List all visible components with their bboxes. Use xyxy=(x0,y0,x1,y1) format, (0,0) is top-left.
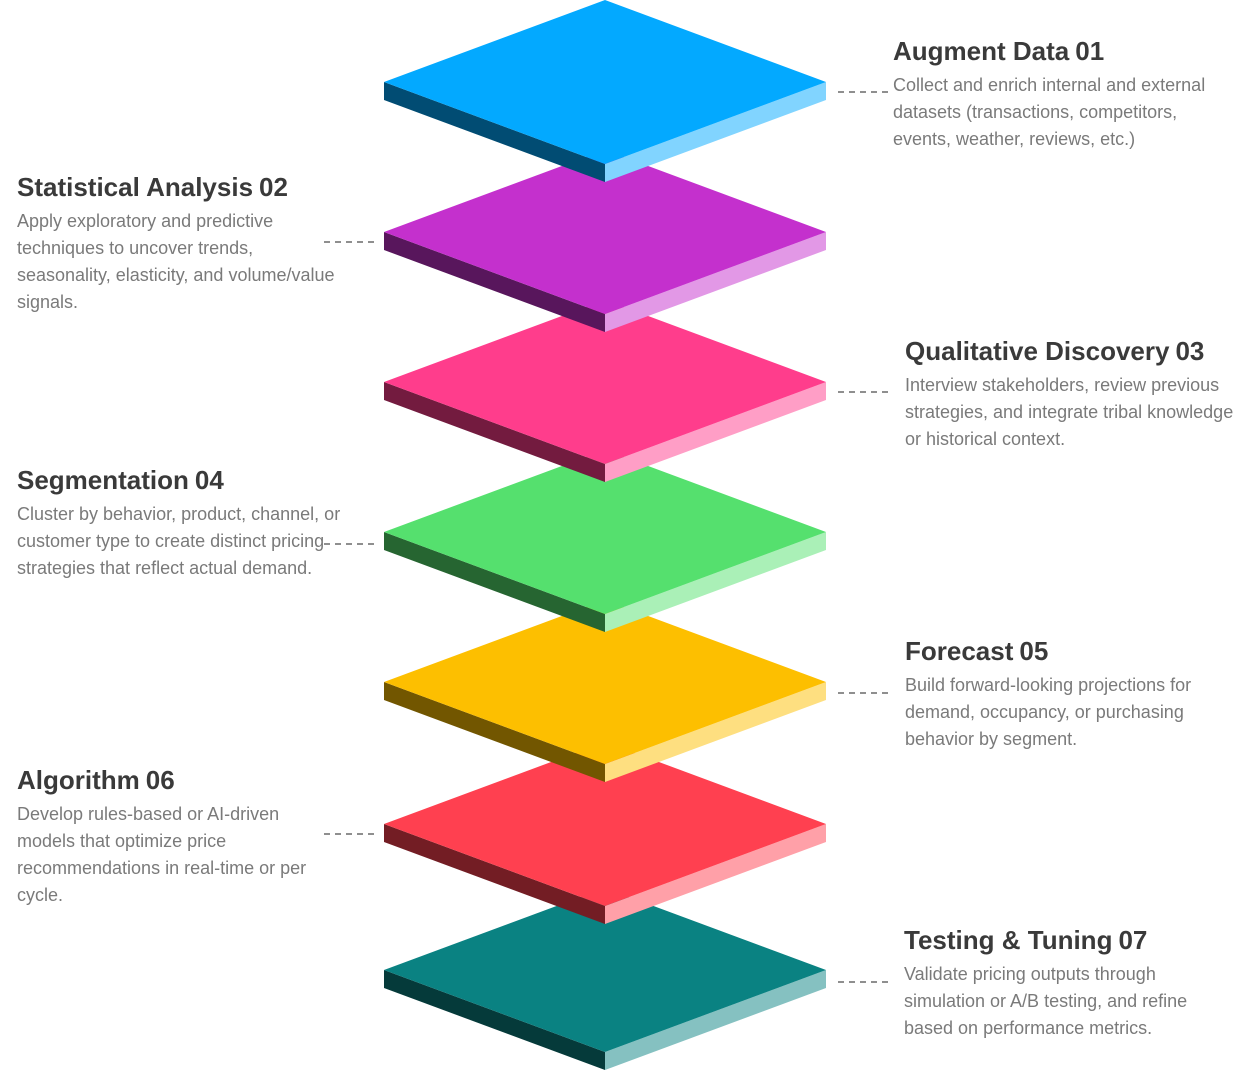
layer-03-left-face xyxy=(384,382,605,482)
step-description: Build forward-looking projections for de… xyxy=(905,675,1192,749)
layer-07-top-face xyxy=(384,888,826,1052)
layer-02-left-face xyxy=(384,232,605,332)
connector-05 xyxy=(838,692,888,694)
step-number: 03 xyxy=(1175,336,1205,366)
layer-03-top-face xyxy=(384,300,826,464)
layer-04 xyxy=(384,450,826,632)
connector-01 xyxy=(838,91,888,93)
step-title-text: Forecast xyxy=(905,636,1014,666)
step-number: 02 xyxy=(259,172,288,202)
connector-04 xyxy=(324,543,374,545)
layer-06-left-face xyxy=(384,824,605,924)
layer-07-right-face xyxy=(605,970,826,1070)
layer-06-top-face xyxy=(384,742,826,906)
layer-02-right-face xyxy=(605,232,826,332)
layer-01 xyxy=(384,0,826,182)
step-title-text: Segmentation xyxy=(17,465,189,495)
layer-04-top-face xyxy=(384,450,826,614)
layer-06 xyxy=(384,742,826,924)
layer-07-left-face xyxy=(384,970,605,1070)
step-description: Collect and enrich internal and external… xyxy=(893,75,1206,149)
step-description: Interview stakeholders, review previous … xyxy=(905,375,1234,449)
step-number: 05 xyxy=(1019,636,1049,666)
step-title-text: Testing & Tuning xyxy=(904,925,1113,955)
layer-05 xyxy=(384,600,826,782)
layer-01-top-face xyxy=(384,0,826,164)
layer-02 xyxy=(384,150,826,332)
step-title-text: Algorithm xyxy=(17,765,140,795)
step-description: Validate pricing outputs through simulat… xyxy=(904,964,1188,1038)
step-description: Apply exploratory and predictive techniq… xyxy=(17,211,335,312)
layer-05-left-face xyxy=(384,682,605,782)
layer-06-right-face xyxy=(605,824,826,924)
layer-01-left-face xyxy=(384,82,605,182)
step-number: 07 xyxy=(1118,925,1148,955)
layer-01-right-face xyxy=(605,82,826,182)
connector-06 xyxy=(324,833,374,835)
connector-03 xyxy=(838,391,888,393)
step-title-text: Augment Data xyxy=(893,36,1070,66)
connector-02 xyxy=(324,241,374,243)
connector-07 xyxy=(838,981,888,983)
layer-04-right-face xyxy=(605,532,826,632)
layer-03-right-face xyxy=(605,382,826,482)
layer-02-top-face xyxy=(384,150,826,314)
step-number: 01 xyxy=(1075,36,1105,66)
step-title-text: Qualitative Discovery xyxy=(905,336,1170,366)
layer-07 xyxy=(384,888,826,1070)
layer-04-left-face xyxy=(384,532,605,632)
step-title-text: Statistical Analysis xyxy=(17,172,254,202)
layer-05-right-face xyxy=(605,682,826,782)
step-number: 06 xyxy=(145,765,175,795)
step-description: Develop rules-based or AI-driven models … xyxy=(17,804,307,905)
step-description: Cluster by behavior, product, channel, o… xyxy=(17,504,341,578)
step-number: 04 xyxy=(194,465,224,495)
layer-05-top-face xyxy=(384,600,826,764)
layer-03 xyxy=(384,300,826,482)
